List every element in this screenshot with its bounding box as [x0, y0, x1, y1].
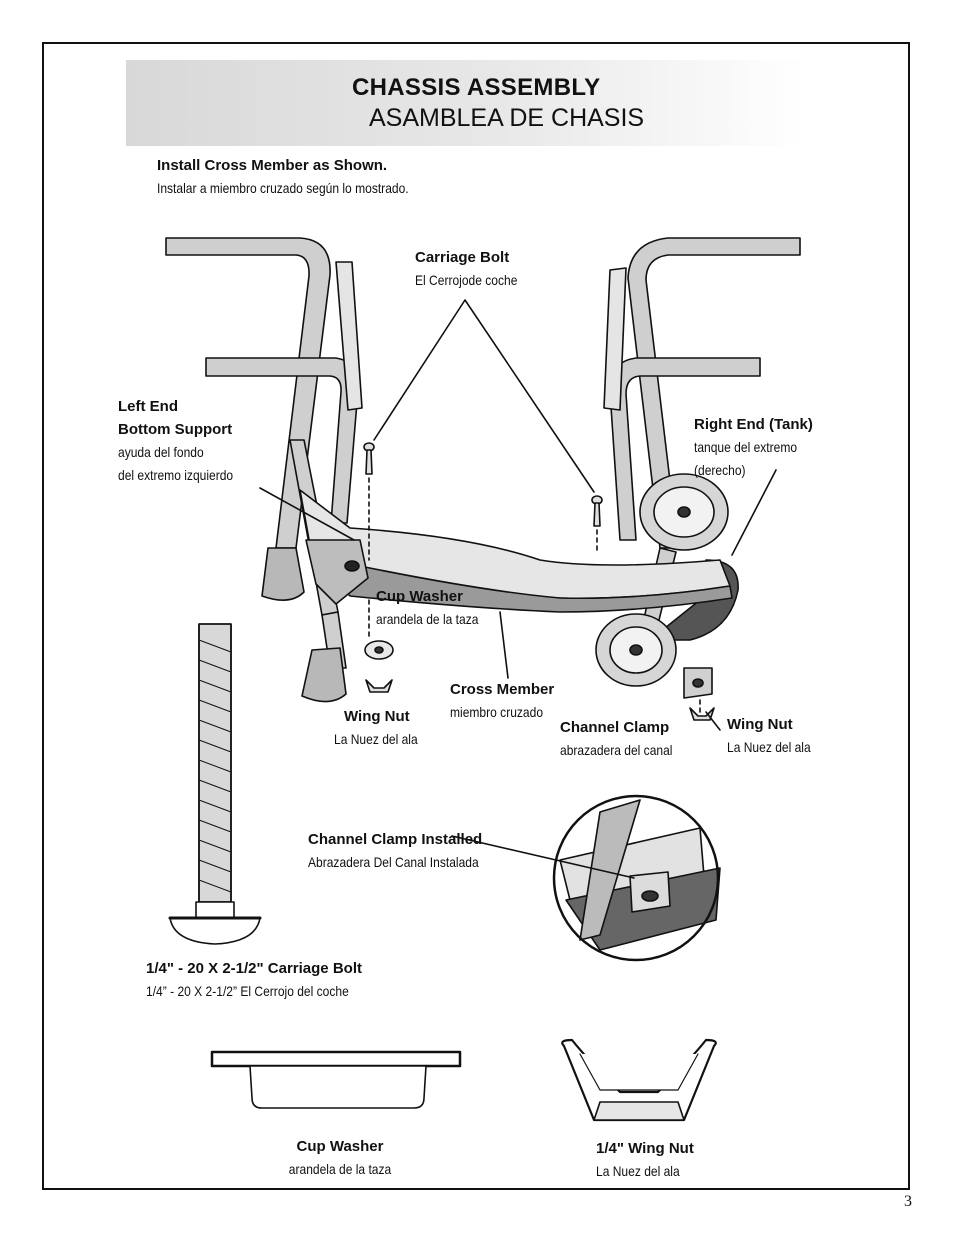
instruction-en: Install Cross Member as Shown.: [157, 157, 388, 174]
right-end-es1: tanque del extremo: [694, 439, 798, 455]
wing-nut-small-left-icon: [365, 679, 393, 693]
wing-nut-large-icon: [561, 1038, 717, 1122]
right-end-en: Right End (Tank): [694, 416, 813, 433]
label-channel-clamp: Channel Clamp abrazadera del canal: [560, 716, 691, 762]
left-end-en2: Bottom Support: [118, 421, 233, 438]
bolt-spec-en: 1/4" - 20 X 2-1/2" Carriage Bolt: [146, 960, 362, 977]
cup-washer-es: arandela de la taza: [376, 611, 479, 627]
title-spanish: ASAMBLEA DE CHASIS: [369, 104, 645, 132]
channel-clamp-installed-es: Abrazadera Del Canal Instalada: [308, 854, 479, 870]
wing-nut-bottom-es: La Nuez del ala: [596, 1163, 680, 1179]
label-wing-nut-bottom: 1/4" Wing Nut La Nuez del ala: [596, 1137, 694, 1183]
carriage-bolt-large-icon: [168, 623, 262, 945]
cross-member-es: miembro cruzado: [450, 704, 544, 720]
title-english: CHASSIS ASSEMBLY: [352, 74, 601, 101]
label-carriage-bolt: Carriage Bolt El Cerrojode coche: [415, 246, 534, 292]
wing-nut-left-en: Wing Nut: [344, 708, 410, 725]
title-band: [126, 60, 806, 146]
left-foot-rear: [301, 647, 347, 703]
left-end-es2: del extremo izquierdo: [118, 467, 234, 483]
cup-washer-bottom-es: arandela de la taza: [288, 1161, 392, 1177]
label-channel-clamp-installed: Channel Clamp Installed Abrazadera Del C…: [308, 828, 506, 874]
instruction-text: Install Cross Member as Shown. Instalar …: [157, 154, 450, 200]
left-end-bracket: [305, 539, 369, 605]
cup-washer-bottom-en: Cup Washer: [296, 1138, 384, 1155]
upper-wheel: [639, 473, 729, 551]
wing-nut-bottom-en: 1/4" Wing Nut: [596, 1140, 694, 1157]
left-end-en1: Left End: [118, 398, 178, 415]
left-end-es1: ayuda del fondo: [118, 444, 204, 460]
page-frame: [42, 42, 910, 1190]
page-number: 3: [904, 1193, 912, 1210]
cup-washer-large-icon: [210, 1050, 462, 1109]
label-cup-washer: Cup Washer arandela de la taza: [376, 585, 495, 631]
label-bolt-spec: 1/4" - 20 X 2-1/2" Carriage Bolt 1/4” - …: [146, 957, 382, 1003]
instruction-es: Instalar a miembro cruzado según lo most…: [157, 180, 409, 196]
wing-nut-small-right-icon: [689, 707, 715, 721]
label-cup-washer-bottom: Cup Washer arandela de la taza: [270, 1135, 410, 1181]
label-wing-nut-right: Wing Nut La Nuez del ala: [727, 713, 824, 759]
channel-clamp-es: abrazadera del canal: [560, 742, 673, 758]
wing-nut-right-en: Wing Nut: [727, 716, 793, 733]
carriage-bolt-right-icon: [591, 495, 603, 527]
channel-clamp-en: Channel Clamp: [560, 719, 670, 736]
channel-clamp-small-icon: [683, 667, 713, 699]
channel-clamp-installed-en: Channel Clamp Installed: [308, 831, 483, 848]
right-end-es2: (derecho): [694, 462, 746, 478]
carriage-bolt-es: El Cerrojode coche: [415, 272, 518, 288]
wing-nut-left-es: La Nuez del ala: [334, 731, 418, 747]
wing-nut-right-es: La Nuez del ala: [727, 739, 811, 755]
label-right-end: Right End (Tank) tanque del extremo (der…: [694, 413, 814, 482]
cup-washer-en: Cup Washer: [376, 588, 463, 605]
label-wing-nut-left: Wing Nut La Nuez del ala: [334, 705, 431, 751]
detail-circle: [552, 794, 721, 962]
bolt-spec-es: 1/4” - 20 X 2-1/2” El Cerrojo del coche: [146, 983, 349, 999]
carriage-bolt-en: Carriage Bolt: [415, 249, 510, 266]
lower-wheel: [595, 613, 677, 687]
carriage-bolt-left-icon: [363, 442, 375, 475]
cross-member-en: Cross Member: [450, 681, 555, 698]
label-left-end: Left End Bottom Support ayuda del fondo …: [118, 395, 252, 487]
left-foot-front: [261, 547, 305, 601]
cup-washer-small-icon: [364, 640, 394, 660]
label-cross-member: Cross Member miembro cruzado: [450, 678, 558, 724]
